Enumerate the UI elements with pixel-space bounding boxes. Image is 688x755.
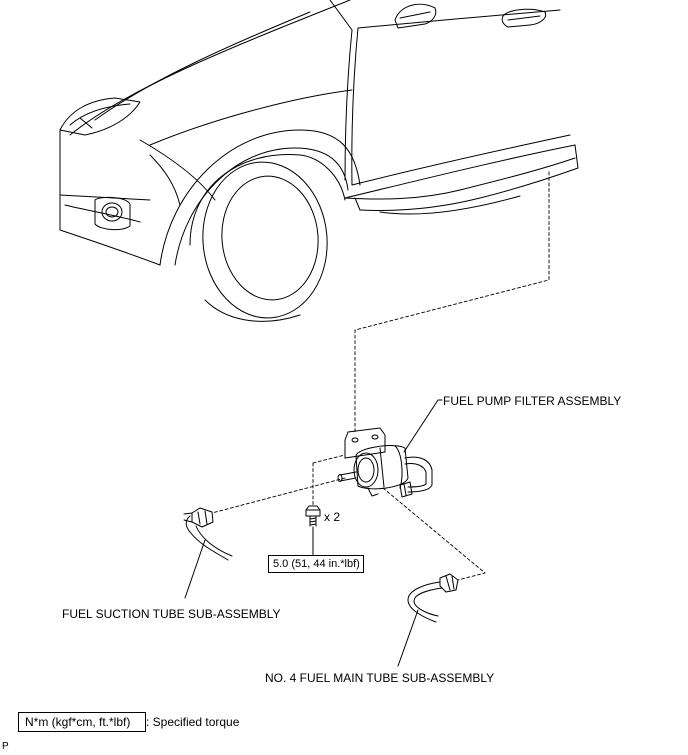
main-tube-leader bbox=[397, 609, 419, 667]
fuel-pump-filter-label: FUEL PUMP FILTER ASSEMBLY bbox=[443, 394, 622, 408]
fuel-pump-filter-assembly bbox=[337, 427, 433, 498]
torque-legend-description: : Specified torque bbox=[146, 715, 240, 729]
vehicle-illustration bbox=[59, 0, 579, 322]
bolt-quantity-label: x 2 bbox=[324, 510, 341, 524]
fuel-main-tube-label: NO. 4 FUEL MAIN TUBE SUB-ASSEMBLY bbox=[265, 671, 495, 685]
location-leader-lines bbox=[211, 171, 550, 581]
fuel-suction-tube-label: FUEL SUCTION TUBE SUB-ASSEMBLY bbox=[62, 607, 281, 621]
suction-tube-leader bbox=[184, 539, 206, 599]
torque-legend-box: N*m (kgf*cm, ft.*lbf) bbox=[18, 712, 146, 732]
fuel-main-tube bbox=[407, 573, 459, 623]
corner-code: P bbox=[2, 741, 9, 752]
fuel-suction-tube bbox=[183, 507, 233, 561]
filter-leader bbox=[403, 399, 443, 453]
torque-spec-box: 5.0 (51, 44 in.*lbf) bbox=[268, 555, 364, 573]
bolt-icon bbox=[305, 505, 321, 527]
